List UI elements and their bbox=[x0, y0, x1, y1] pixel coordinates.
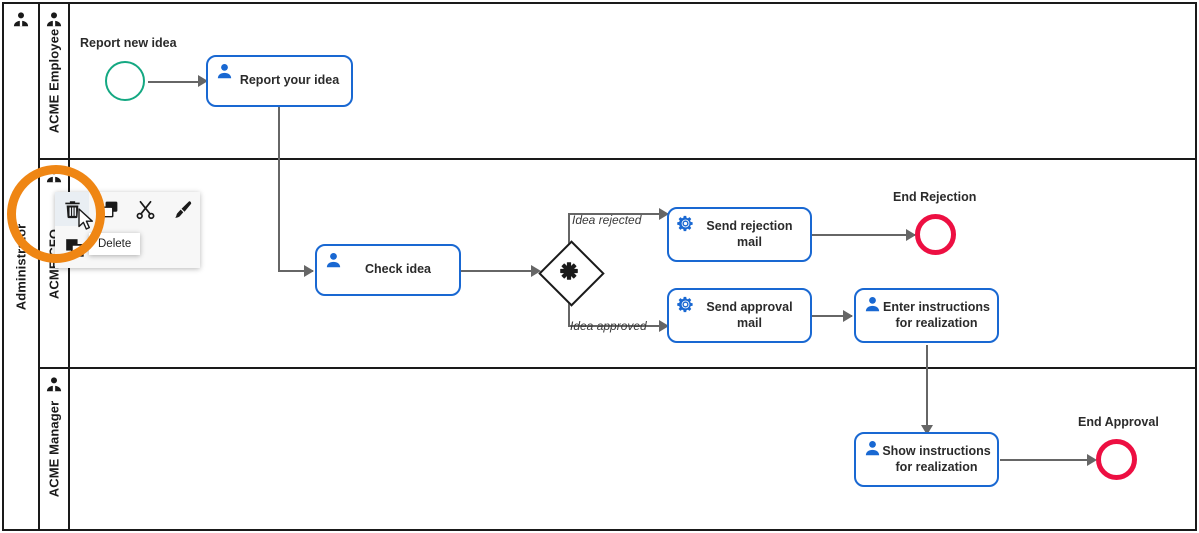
arrowhead bbox=[1087, 454, 1097, 466]
person-icon bbox=[46, 377, 62, 392]
task-label: Check idea bbox=[364, 262, 431, 277]
user-task-icon bbox=[217, 63, 232, 79]
connector-enter-to-show bbox=[926, 345, 928, 431]
context-menu-item-paint[interactable] bbox=[165, 192, 199, 226]
end-approval-label: End Approval bbox=[1078, 415, 1159, 429]
task-label: Show instructions for realization bbox=[882, 443, 991, 474]
connector-gateway-approve-v bbox=[568, 292, 570, 327]
service-task-icon bbox=[677, 215, 693, 232]
pool-header: Administrator bbox=[4, 4, 40, 529]
end-event-rejection[interactable] bbox=[915, 214, 956, 255]
start-event-report-new-idea[interactable] bbox=[105, 61, 145, 101]
connector-gateway-approve-h bbox=[568, 325, 668, 327]
flow-label-idea-rejected: Idea rejected bbox=[572, 213, 642, 227]
scissors-icon bbox=[136, 200, 154, 219]
start-event-label: Report new idea bbox=[80, 36, 177, 50]
connector-start-to-report bbox=[148, 81, 200, 83]
task-send-rejection-mail[interactable]: Send rejection mail bbox=[667, 207, 812, 262]
lane-label-acme-employee: ACME Employee bbox=[46, 28, 62, 134]
person-icon bbox=[46, 12, 62, 27]
context-menu[interactable] bbox=[55, 192, 200, 268]
mouse-cursor-icon bbox=[78, 208, 93, 230]
arrowhead bbox=[304, 265, 314, 277]
pool-label: Administrator bbox=[13, 223, 29, 310]
connector-gateway-reject-h bbox=[568, 213, 668, 215]
connector-report-to-check-h bbox=[278, 270, 313, 272]
copy-icon bbox=[101, 201, 117, 217]
gateway-idea-decision[interactable] bbox=[537, 239, 605, 307]
duplicate-icon bbox=[65, 238, 84, 257]
lane-acme-manager[interactable]: ACME Manager bbox=[40, 369, 1197, 529]
connector-reject-to-end bbox=[812, 234, 915, 236]
lane-acme-cfo[interactable]: ACME CFO bbox=[40, 160, 1197, 369]
end-event-approval[interactable] bbox=[1096, 439, 1137, 480]
context-menu-item-copy[interactable] bbox=[92, 192, 126, 226]
context-menu-item-cut[interactable] bbox=[128, 192, 162, 226]
tooltip-delete: Delete bbox=[89, 233, 141, 255]
arrowhead bbox=[659, 208, 669, 220]
person-icon bbox=[46, 168, 62, 183]
person-icon bbox=[13, 12, 29, 27]
connector-report-to-check-v bbox=[278, 107, 280, 271]
task-enter-instructions-for-realization[interactable]: Enter instructions for realization bbox=[854, 288, 999, 343]
connector-check-to-gateway bbox=[461, 270, 536, 272]
context-menu-item-duplicate[interactable] bbox=[57, 230, 91, 264]
task-label: Send approval mail bbox=[706, 299, 793, 330]
task-show-instructions-for-realization[interactable]: Show instructions for realization bbox=[854, 432, 999, 487]
user-task-icon bbox=[865, 296, 880, 312]
arrowhead bbox=[843, 310, 853, 322]
paintbrush-icon bbox=[174, 200, 191, 218]
arrowhead bbox=[921, 425, 933, 435]
arrowhead bbox=[659, 320, 669, 332]
service-task-icon bbox=[677, 296, 693, 313]
arrowhead bbox=[198, 75, 208, 87]
lane-header-acme-employee: ACME Employee bbox=[40, 4, 70, 158]
user-task-icon bbox=[865, 440, 880, 456]
task-label: Send rejection mail bbox=[706, 218, 793, 249]
task-check-idea[interactable]: Check idea bbox=[315, 244, 461, 296]
lane-header-acme-manager: ACME Manager bbox=[40, 369, 70, 529]
task-label: Report your idea bbox=[239, 73, 340, 88]
lane-acme-employee[interactable]: ACME Employee bbox=[40, 4, 1197, 160]
trash-icon bbox=[64, 200, 80, 218]
flow-label-idea-approved: Idea approved bbox=[570, 319, 647, 333]
connector-gateway-reject-v bbox=[568, 213, 570, 248]
end-rejection-label: End Rejection bbox=[893, 190, 977, 204]
connector-approval-to-enter bbox=[812, 315, 852, 317]
connector-show-to-end bbox=[1000, 459, 1094, 461]
task-send-approval-mail[interactable]: Send approval mail bbox=[667, 288, 812, 343]
arrowhead bbox=[531, 265, 541, 277]
complex-gateway-asterisk-icon bbox=[560, 262, 578, 280]
arrowhead bbox=[906, 229, 916, 241]
task-label: Enter instructions for realization bbox=[883, 299, 990, 330]
user-task-icon bbox=[326, 252, 341, 268]
lane-label-acme-manager: ACME Manager bbox=[46, 400, 62, 498]
task-report-your-idea[interactable]: Report your idea bbox=[206, 55, 353, 107]
